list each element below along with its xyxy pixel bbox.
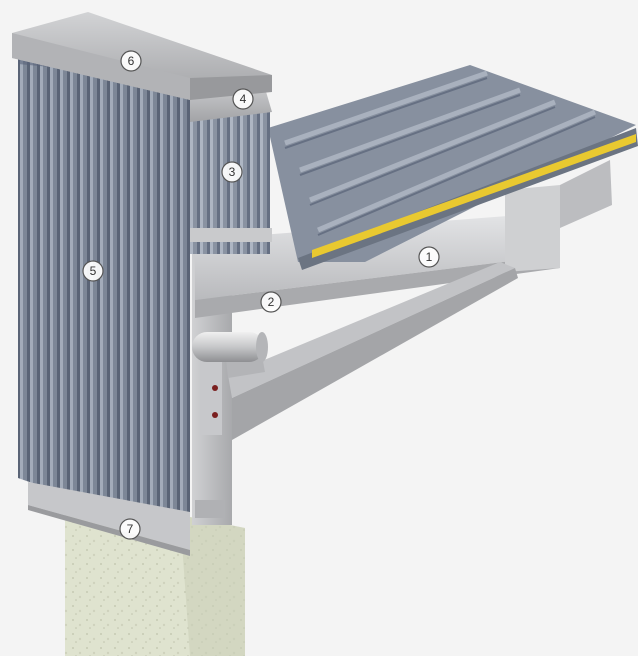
marker-7: 7 [119,518,141,540]
marker-3-label: 3 [229,165,236,179]
marker-2-label: 2 [268,295,275,309]
outer-cladding-panel [18,58,190,538]
bolt-icon [212,412,218,418]
marker-6-label: 6 [128,54,135,68]
marker-5-label: 5 [90,264,97,278]
marker-3: 3 [221,161,243,183]
marker-1-label: 1 [426,250,433,264]
inner-cladding-panel [190,112,272,254]
marker-4: 4 [232,88,254,110]
marker-5: 5 [82,260,104,282]
base-flashing [28,482,190,556]
yellow-strip [312,134,636,258]
roof-panel [268,65,638,270]
bolt-icon [212,385,218,391]
concrete-column [65,515,245,656]
horizontal-pipe [192,332,268,362]
marker-2: 2 [260,291,282,313]
marker-4-label: 4 [240,92,247,106]
marker-1: 1 [418,246,440,268]
marker-6: 6 [120,50,142,72]
marker-7-label: 7 [127,522,134,536]
main-beam [195,160,612,318]
